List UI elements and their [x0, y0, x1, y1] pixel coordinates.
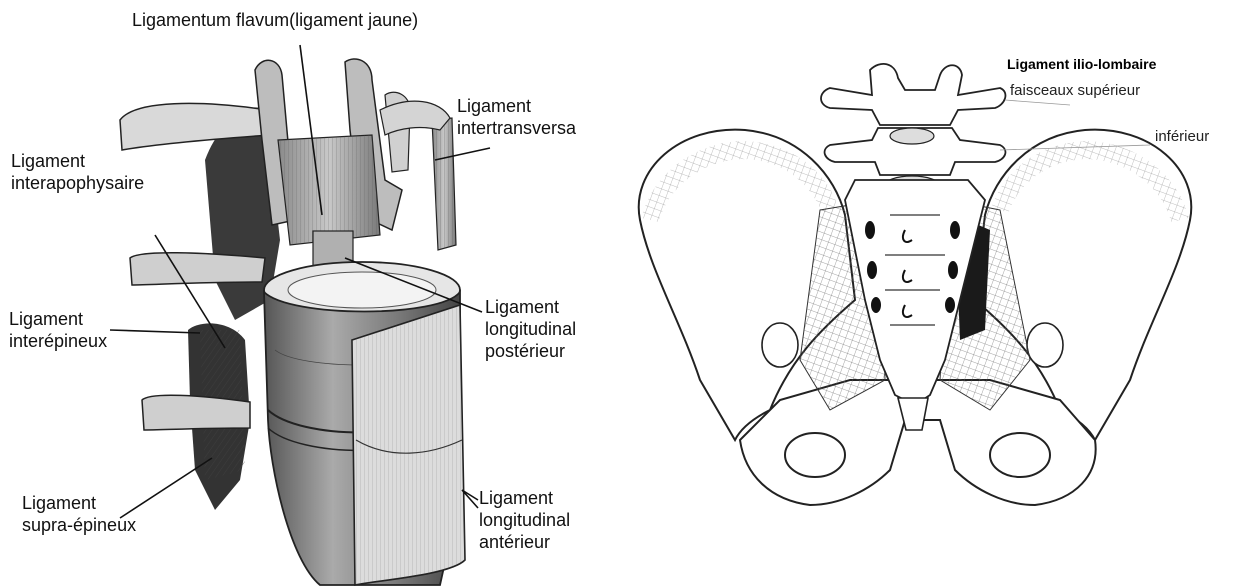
label-supraepineux: Ligament supra-épineux [22, 492, 136, 536]
label-ilio-lombaire: Ligament ilio-lombaire [1007, 55, 1156, 73]
label-line: longitudinal [479, 509, 570, 531]
label-line: interépineux [9, 330, 107, 352]
label-longitudinal-anterieur: Ligament longitudinal antérieur [479, 487, 570, 553]
label-line: Ligament [479, 487, 570, 509]
label-line: Ligament [9, 308, 107, 330]
label-intertransversaire: Ligament intertransversa [457, 95, 576, 139]
label-line: longitudinal [485, 318, 576, 340]
label-line: intertransversa [457, 117, 576, 139]
label-line: Ligament [22, 492, 136, 514]
label-faisceaux-superieur: faisceaux supérieur [1010, 82, 1140, 100]
label-line: interapophysaire [11, 172, 144, 194]
label-interapophysaire: Ligament interapophysaire [11, 150, 144, 194]
label-ligamentum-flavum: Ligamentum flavum(ligament jaune) [132, 9, 418, 31]
label-line: supra-épineux [22, 514, 136, 536]
label-line: antérieur [479, 531, 570, 553]
label-inferieur: inférieur [1155, 128, 1209, 146]
label-interepineux: Ligament interépineux [9, 308, 107, 352]
label-line: postérieur [485, 340, 576, 362]
label-line: Ligament [485, 296, 576, 318]
label-line: Ligament [11, 150, 144, 172]
label-longitudinal-posterieur: Ligament longitudinal postérieur [485, 296, 576, 362]
label-line: Ligament [457, 95, 576, 117]
